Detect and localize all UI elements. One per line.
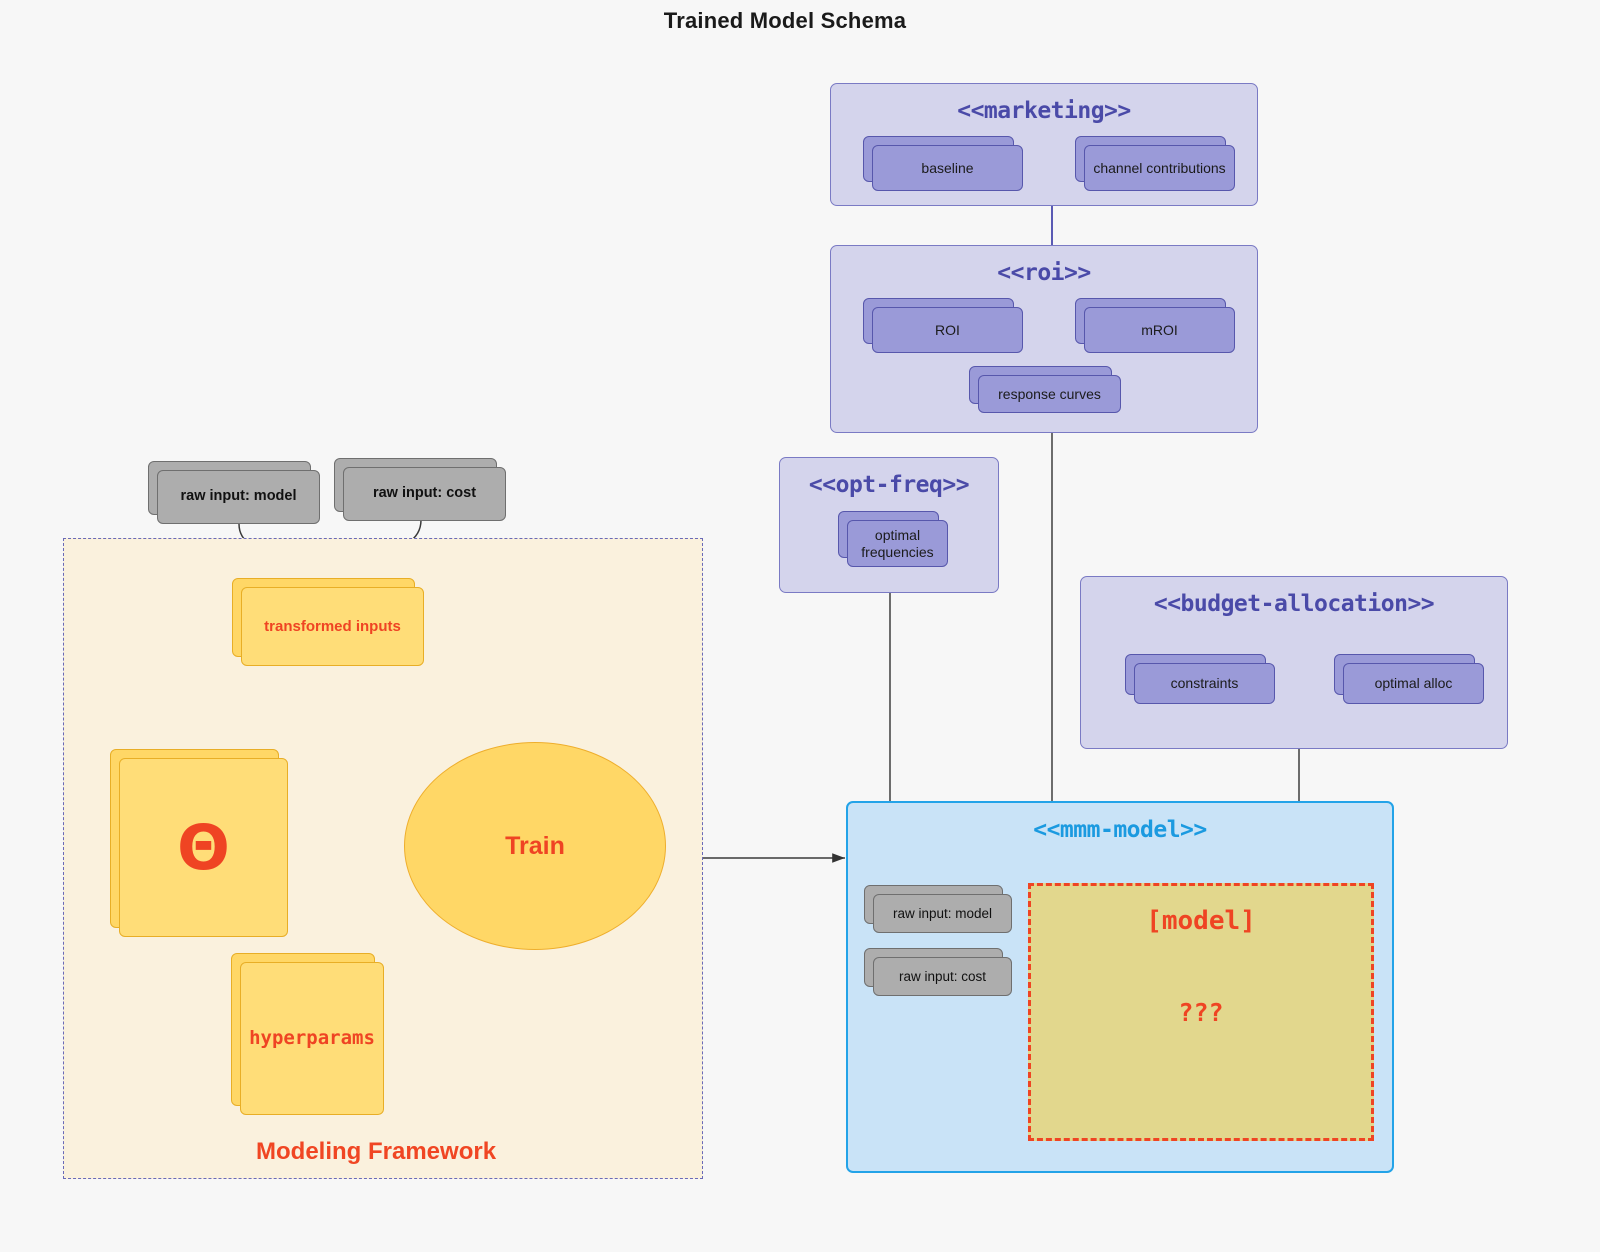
node-channel-contributions[interactable]: channel contributions bbox=[1075, 136, 1235, 191]
node-mmm-raw-input-model-label: raw input: model bbox=[873, 894, 1012, 933]
train-activity-label: Train bbox=[505, 831, 565, 860]
model-placeholder[interactable]: [model] ??? bbox=[1028, 883, 1374, 1141]
node-response-curves[interactable]: response curves bbox=[969, 366, 1121, 413]
node-raw-input-cost-label: raw input: cost bbox=[343, 467, 506, 521]
node-mroi-label: mROI bbox=[1084, 307, 1235, 353]
package-opt-freq-title: <<opt-freq>> bbox=[808, 472, 970, 498]
node-mmm-raw-input-cost[interactable]: raw input: cost bbox=[864, 948, 1012, 996]
node-channel-contributions-label: channel contributions bbox=[1084, 145, 1235, 191]
package-roi-title: <<roi>> bbox=[997, 260, 1091, 286]
node-baseline-label: baseline bbox=[872, 145, 1023, 191]
package-mmm-model-title: <<mmm-model>> bbox=[1033, 817, 1207, 843]
optimal-frequencies-line1: optimal bbox=[874, 526, 921, 543]
package-marketing[interactable]: <<marketing>> baseline channel contribut… bbox=[830, 83, 1258, 206]
node-baseline[interactable]: baseline bbox=[863, 136, 1023, 191]
node-raw-input-model[interactable]: raw input: model bbox=[148, 461, 320, 524]
model-placeholder-title: [model] bbox=[1146, 906, 1256, 936]
node-roi-label: ROI bbox=[872, 307, 1023, 353]
node-transformed-inputs-label: transformed inputs bbox=[241, 587, 424, 666]
model-placeholder-question: ??? bbox=[1178, 998, 1224, 1027]
package-opt-freq[interactable]: <<opt-freq>> optimal frequencies bbox=[779, 457, 999, 593]
node-optimal-frequencies[interactable]: optimal frequencies bbox=[838, 511, 948, 567]
node-optimal-alloc-label: optimal alloc bbox=[1343, 663, 1484, 704]
node-mroi[interactable]: mROI bbox=[1075, 298, 1235, 353]
node-optimal-frequencies-label: optimal frequencies bbox=[847, 520, 948, 567]
package-mmm-model[interactable]: <<mmm-model>> raw input: model raw input… bbox=[846, 801, 1394, 1173]
node-hyperparams-label: hyperparams bbox=[240, 962, 384, 1115]
package-budget-allocation[interactable]: <<budget-allocation>> constraints optima… bbox=[1080, 576, 1508, 749]
package-budget-allocation-title: <<budget-allocation>> bbox=[1153, 591, 1435, 617]
node-raw-input-cost[interactable]: raw input: cost bbox=[334, 458, 506, 521]
optimal-frequencies-line2: frequencies bbox=[861, 543, 934, 560]
node-response-curves-label: response curves bbox=[978, 375, 1121, 413]
node-constraints[interactable]: constraints bbox=[1125, 654, 1275, 704]
package-roi[interactable]: <<roi>> ROI mROI response curves bbox=[830, 245, 1258, 433]
package-marketing-title: <<marketing>> bbox=[957, 98, 1131, 124]
node-theta-label: Θ bbox=[119, 758, 288, 937]
train-activity[interactable]: Train bbox=[404, 742, 666, 950]
node-transformed-inputs[interactable]: transformed inputs bbox=[232, 578, 424, 666]
node-theta[interactable]: Θ bbox=[110, 749, 288, 937]
modeling-framework-label: Modeling Framework bbox=[256, 1138, 497, 1165]
node-roi[interactable]: ROI bbox=[863, 298, 1023, 353]
node-optimal-alloc[interactable]: optimal alloc bbox=[1334, 654, 1484, 704]
node-mmm-raw-input-model[interactable]: raw input: model bbox=[864, 885, 1012, 933]
node-hyperparams[interactable]: hyperparams bbox=[231, 953, 384, 1115]
node-constraints-label: constraints bbox=[1134, 663, 1275, 704]
node-raw-input-model-label: raw input: model bbox=[157, 470, 320, 524]
node-mmm-raw-input-cost-label: raw input: cost bbox=[873, 957, 1012, 996]
page-title: Trained Model Schema bbox=[663, 8, 907, 33]
